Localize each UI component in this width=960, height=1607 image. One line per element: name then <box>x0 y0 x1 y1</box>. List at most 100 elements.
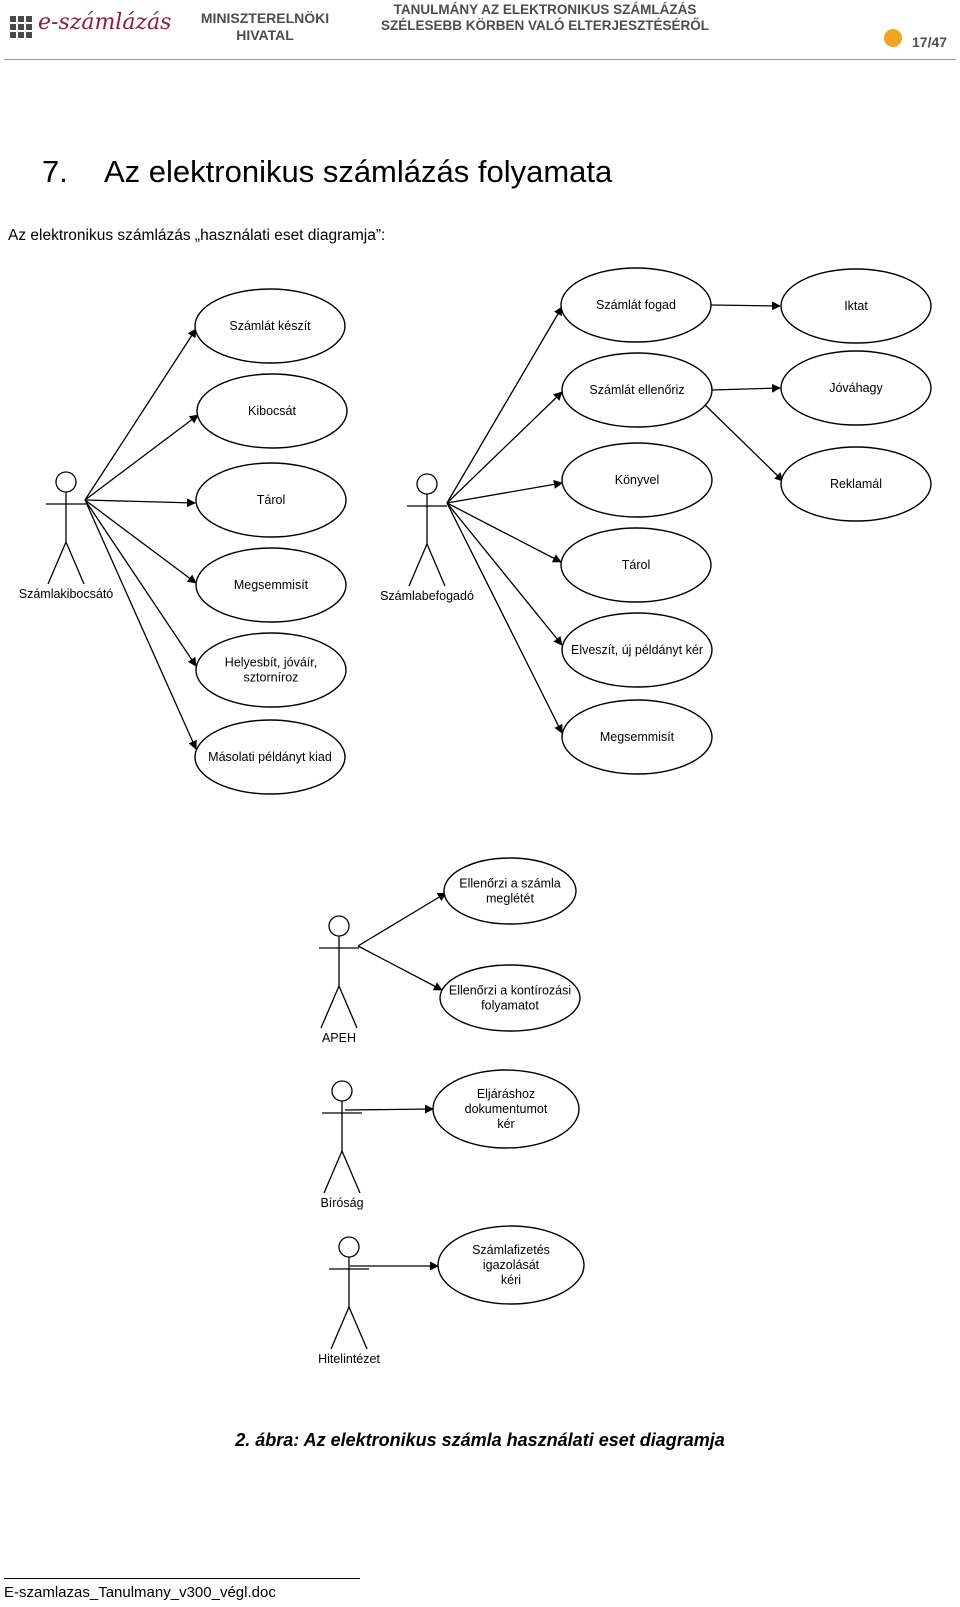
figure-caption: 2. ábra: Az elektronikus számla használa… <box>235 1430 725 1450</box>
actor-right-leg <box>426 543 446 587</box>
actor-right-leg <box>65 541 85 585</box>
use-case: Számlát fogad <box>560 267 712 343</box>
association-arrow <box>710 301 781 311</box>
use-case: Könyvel <box>561 442 713 518</box>
use-case: Jóváhagy <box>780 350 932 426</box>
use-case-label: Tárol <box>622 558 650 572</box>
actor-label: Hitelintézet <box>318 1352 380 1366</box>
association-arrow <box>84 499 197 584</box>
use-case-label: Számlát ellenőriz <box>589 383 684 397</box>
actor-left-leg <box>408 543 428 587</box>
use-case-ellipse <box>561 612 713 688</box>
actor-right-leg <box>341 1150 361 1194</box>
intro-text: Az elektronikus számlázás „használati es… <box>8 227 386 244</box>
use-case-diagram: Számlát készítKibocsátTárolMegsemmisítHe… <box>19 267 932 1366</box>
actor-right-leg <box>348 1306 368 1350</box>
footer-filename: E-szamlazas_Tanulmany_v300_végl.doc <box>4 1584 276 1601</box>
use-case-ellipse <box>561 352 713 428</box>
actor-left-leg <box>323 1150 343 1194</box>
use-case: Iktat <box>780 268 932 344</box>
association-arrow <box>446 502 562 563</box>
use-case-label: Jóváhagy <box>829 381 883 395</box>
use-case-ellipse <box>780 268 932 344</box>
use-case: Tárol <box>560 527 712 603</box>
actor <box>322 1080 362 1194</box>
use-case: Tárol <box>195 462 347 538</box>
actor-right-leg <box>338 985 358 1029</box>
use-case-label: Számlafizetés <box>472 1243 550 1257</box>
use-case-label: Tárol <box>257 493 285 507</box>
use-case-label: Ellenőrzi a számla <box>459 877 560 891</box>
use-case-label: meglétét <box>486 892 534 906</box>
use-case-label: dokumentumot <box>465 1102 548 1116</box>
use-case: Reklamál <box>780 446 932 522</box>
actor-label: APEH <box>322 1031 356 1045</box>
association-arrow <box>446 502 563 646</box>
use-case: Kibocsát <box>196 373 348 449</box>
actor <box>329 1236 369 1350</box>
association-arrow <box>446 502 563 734</box>
actor <box>407 473 447 587</box>
use-case-ellipse <box>561 442 713 518</box>
actor <box>319 915 359 1029</box>
use-case-ellipse <box>561 699 713 775</box>
use-case-label: sztorníroz <box>244 671 299 685</box>
actor-head-icon <box>328 915 350 937</box>
use-case-label: Iktat <box>844 299 868 313</box>
use-case-label: igazolását <box>483 1258 540 1272</box>
page-indicator-dot-icon <box>884 29 902 47</box>
use-case: Számlát készít <box>194 288 346 364</box>
actor-left-leg <box>47 541 67 585</box>
use-case-label: folyamatot <box>481 999 539 1013</box>
use-case-label: Ellenőrzi a kontírozási <box>449 984 571 998</box>
actor-label: Számlakibocsátó <box>19 587 114 601</box>
association-arrow <box>446 391 563 504</box>
use-case-ellipse <box>780 350 932 426</box>
logo-grid-icon <box>10 16 32 38</box>
actor-left-leg <box>330 1306 350 1350</box>
use-case: Megsemmisít <box>561 699 713 775</box>
use-case: Megsemmisít <box>195 547 347 623</box>
actor-head-icon <box>338 1236 360 1258</box>
header-divider <box>4 59 956 60</box>
use-case: Számlát ellenőriz <box>561 352 713 428</box>
use-case-label: Megsemmisít <box>600 730 675 744</box>
use-case-label: Eljáráshoz <box>477 1087 535 1101</box>
header-organization: MINISZTERELNÖKI HIVATAL <box>200 10 330 43</box>
section-number: 7. <box>42 154 68 189</box>
use-case-label: Reklamál <box>830 477 882 491</box>
use-case-ellipse <box>439 964 581 1032</box>
association-arrow <box>84 498 196 508</box>
page-header: e-számlázás MINISZTERELNÖKI HIVATAL TANU… <box>0 0 960 62</box>
use-case-ellipse <box>196 373 348 449</box>
actor-head-icon <box>416 473 438 495</box>
section-title: Az elektronikus számlázás folyamata <box>104 154 613 189</box>
association-arrow <box>446 306 563 504</box>
use-case: Helyesbít, jóváír,sztorníroz <box>195 632 347 708</box>
association-arrow <box>84 328 197 501</box>
association-arrow <box>699 399 784 482</box>
association-arrow <box>84 414 199 501</box>
page-number: 17/47 <box>912 34 948 50</box>
use-case-ellipse <box>195 632 347 708</box>
use-case-ellipse <box>194 288 346 364</box>
use-case-ellipse <box>443 857 577 925</box>
section-heading: 7. Az elektronikus számlázás folyamata <box>42 154 612 190</box>
header-document-title: TANULMÁNY AZ ELEKTRONIKUS SZÁMLÁZÁS SZÉL… <box>380 2 710 33</box>
use-case-label: Számlát fogad <box>596 298 676 312</box>
use-case-ellipse <box>437 1225 585 1305</box>
use-case: Másolati példányt kiad <box>194 719 346 795</box>
actor-label: Számlabefogadó <box>380 589 474 603</box>
use-case-label: Kibocsát <box>248 404 296 418</box>
use-case-ellipse <box>780 446 932 522</box>
use-case-label: Helyesbít, jóváír, <box>225 656 317 670</box>
association-arrow <box>711 383 781 393</box>
association-arrow <box>84 499 197 667</box>
use-case-label: Megsemmisít <box>234 578 309 592</box>
actor <box>46 471 86 585</box>
use-case-label: Számlát készít <box>229 319 311 333</box>
use-case-label: Elveszít, új példányt kér <box>571 643 703 657</box>
